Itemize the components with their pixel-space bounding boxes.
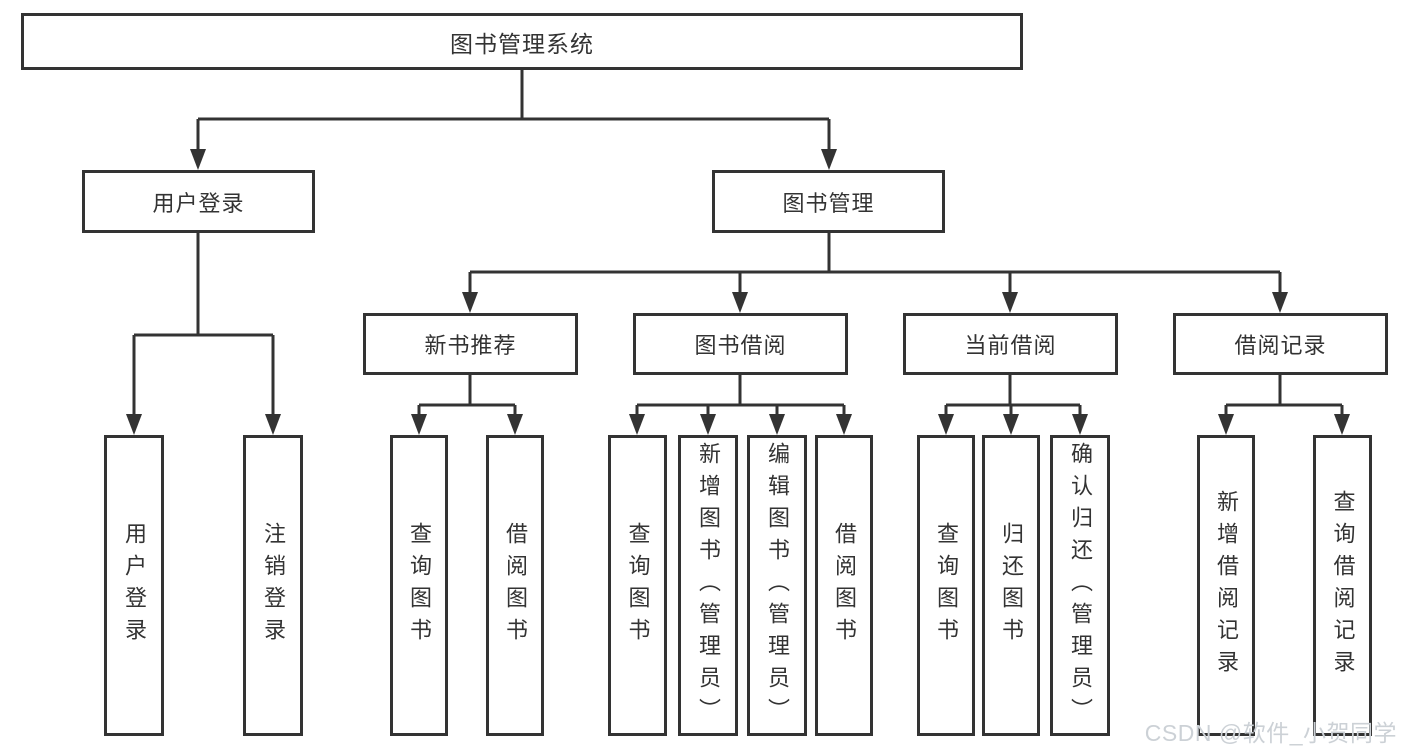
node-borrow-records: 借阅记录 <box>1173 313 1388 375</box>
leaf-query-books-recommend-label: 查询图书 <box>407 521 432 650</box>
leaf-logout: 注销登录 <box>243 435 303 736</box>
leaf-confirm-return-admin: 确认归还（管理员） <box>1050 435 1110 736</box>
leaf-query-borrow-record: 查询借阅记录 <box>1313 435 1372 736</box>
leaf-add-book-admin: 新增图书（管理员） <box>678 435 738 736</box>
leaf-confirm-return-admin-label: 确认归还（管理员） <box>1068 441 1093 730</box>
leaf-edit-book-admin: 编辑图书（管理员） <box>747 435 807 736</box>
node-new-book-recommend: 新书推荐 <box>363 313 578 375</box>
node-book-management: 图书管理 <box>712 170 945 233</box>
leaf-user-login-label: 用户登录 <box>122 521 147 650</box>
leaf-return-book-label: 归还图书 <box>999 521 1024 650</box>
leaf-query-books-borrow-label: 查询图书 <box>625 521 651 650</box>
leaf-borrow-books-recommend: 借阅图书 <box>486 435 544 736</box>
leaf-add-borrow-record-label: 新增借阅记录 <box>1214 489 1239 682</box>
node-user-login-label: 用户登录 <box>152 190 245 216</box>
node-root-label: 图书管理系统 <box>450 30 594 57</box>
leaf-user-login: 用户登录 <box>104 435 164 736</box>
leaf-query-books-current-label: 查询图书 <box>934 521 959 650</box>
node-current-borrow: 当前借阅 <box>903 313 1118 375</box>
node-new-book-recommend-label: 新书推荐 <box>424 333 517 358</box>
leaf-query-borrow-record-label: 查询借阅记录 <box>1330 489 1356 682</box>
csdn-watermark: CSDN @软件_小贺同学 <box>1144 720 1397 746</box>
node-root: 图书管理系统 <box>21 13 1023 70</box>
leaf-add-borrow-record: 新增借阅记录 <box>1197 435 1255 736</box>
node-current-borrow-label: 当前借阅 <box>964 333 1057 358</box>
leaf-query-books-current: 查询图书 <box>917 435 975 736</box>
leaf-query-books-recommend: 查询图书 <box>390 435 448 736</box>
leaf-edit-book-admin-label: 编辑图书（管理员） <box>765 441 790 730</box>
node-book-borrow: 图书借阅 <box>633 313 848 375</box>
node-borrow-records-label: 借阅记录 <box>1234 333 1327 358</box>
node-user-login: 用户登录 <box>82 170 315 233</box>
node-book-management-label: 图书管理 <box>782 190 875 216</box>
leaf-borrow-books: 借阅图书 <box>815 435 873 736</box>
leaf-query-books-borrow: 查询图书 <box>608 435 667 736</box>
leaf-borrow-books-label: 借阅图书 <box>832 521 857 650</box>
leaf-logout-label: 注销登录 <box>261 521 286 650</box>
leaf-borrow-books-recommend-label: 借阅图书 <box>503 521 528 650</box>
leaf-return-book: 归还图书 <box>982 435 1040 736</box>
leaf-add-book-admin-label: 新增图书（管理员） <box>696 441 721 730</box>
node-book-borrow-label: 图书借阅 <box>694 333 787 358</box>
